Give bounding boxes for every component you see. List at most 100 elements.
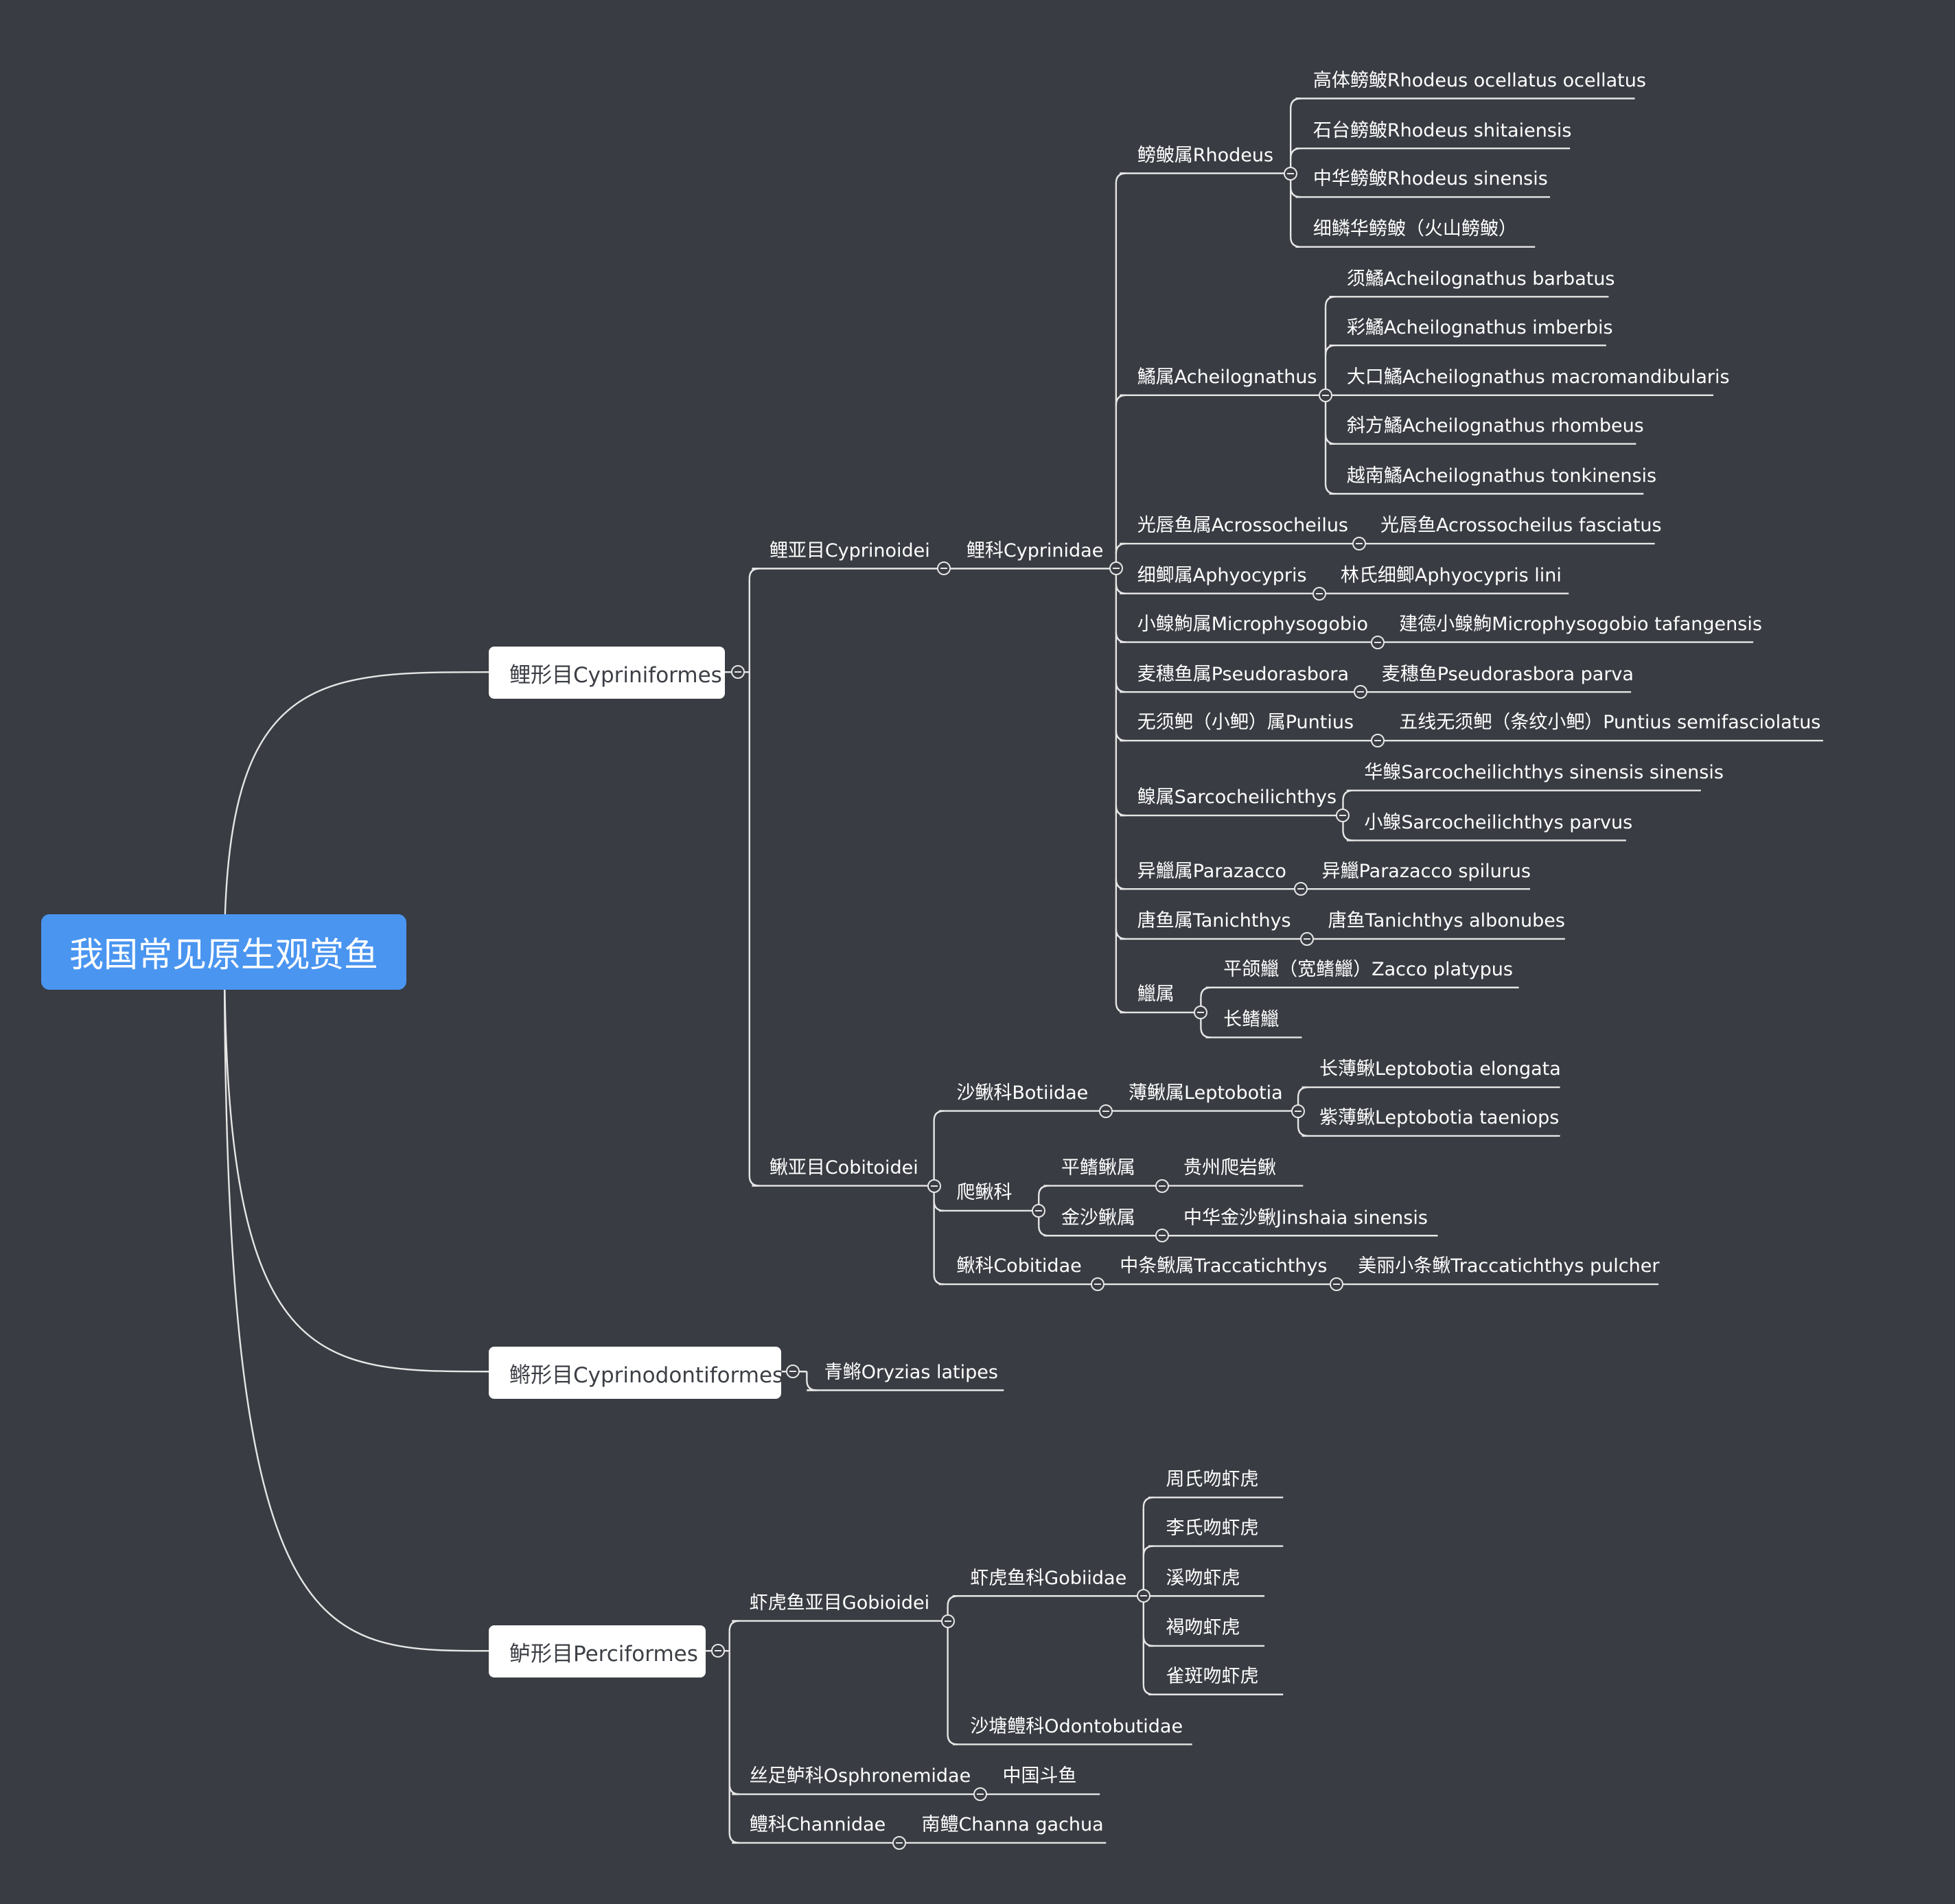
topic-tani-1[interactable]: 唐鱼Tanichthys albonubes [1328,910,1565,932]
topic-zacco-1[interactable]: 平颌鱲（宽鳍鱲）Zacco platypus [1223,959,1513,981]
topic-acro-1[interactable]: 光唇鱼Acrossocheilus fasciatus [1380,515,1662,537]
collapse-toggle-icon[interactable] [1330,1277,1344,1292]
topic-aphy[interactable]: 细鲫属Aphyocypris [1137,565,1307,587]
topic-acheil-4[interactable]: 斜方鱊Acheilognathus rhombeus [1346,415,1644,437]
bracket-arm-gobioidei [728,1620,740,1632]
topic-jinsha[interactable]: 金沙鳅属 [1061,1207,1135,1229]
topic-pingqi[interactable]: 平鳍鳅属 [1061,1157,1135,1179]
topic-acheil-3[interactable]: 大口鱊Acheilognathus macromandibularis [1346,367,1730,388]
collapse-toggle-icon[interactable] [940,1614,955,1628]
topic-channidae-1[interactable]: 南鳢Channa gachua [921,1814,1104,1836]
topic-acheil-2[interactable]: 彩鱊Acheilognathus imberbis [1346,316,1613,338]
topic-acro[interactable]: 光唇鱼属Acrossocheilus [1137,515,1349,537]
collapse-toggle-icon[interactable] [927,1179,941,1193]
topic-lepto-2[interactable]: 紫薄鳅Leptobotia taeniops [1319,1107,1560,1129]
collapse-toggle-icon[interactable] [1284,166,1298,181]
topic-acheil-5[interactable]: 越南鱊Acheilognathus tonkinensis [1346,465,1657,487]
topic-sarco-1[interactable]: 华鳈Sarcocheilichthys sinensis sinensis [1364,762,1724,784]
topic-rhodeus-4[interactable]: 细鳞华鳑鲏（火山鳑鲏） [1312,218,1517,240]
topic-balitoridae[interactable]: 爬鳅科 [956,1182,1013,1204]
topic-channidae[interactable]: 鳢科Channidae [749,1814,886,1836]
topic-sarco-2[interactable]: 小鳈Sarcocheilichthys parvus [1364,811,1633,833]
topic-aphy-1[interactable]: 林氏细鲫Aphyocypris lini [1340,565,1562,587]
topic-osphro[interactable]: 丝足鲈科Osphronemidae [749,1765,971,1787]
collapse-toggle-icon[interactable] [1109,561,1123,576]
topic-tracc-1[interactable]: 美丽小条鳅Traccatichthys pulcher [1358,1255,1660,1277]
topic-lepto-1[interactable]: 长薄鳅Leptobotia elongata [1319,1058,1561,1080]
bracket-arm-rhodeus_2 [1289,147,1301,159]
topic-gob-4[interactable]: 褐吻虾虎 [1166,1617,1240,1639]
collapse-toggle-icon[interactable] [937,561,951,576]
collapse-toggle-icon[interactable] [1194,1006,1208,1020]
collapse-toggle-icon[interactable] [1299,931,1314,946]
topic-gobioidei[interactable]: 虾虎鱼亚目Gobioidei [749,1592,930,1614]
topic-puntius[interactable]: 无须鲃（小鲃）属Puntius [1137,712,1354,734]
topic-oryzias[interactable]: 青鳉Oryzias latipes [824,1361,998,1383]
topic-rhodeus-3[interactable]: 中华鳑鲏Rhodeus sinensis [1312,168,1548,190]
collapse-toggle-icon[interactable] [1353,685,1367,699]
topic-parazacco[interactable]: 异鱲属Parazacco [1137,860,1286,882]
topic-cyprinoidei[interactable]: 鲤亚目Cyprinoidei [769,539,930,561]
collapse-toggle-icon[interactable] [786,1365,800,1379]
topic-cyprinidae[interactable]: 鲤科Cyprinidae [966,539,1104,561]
topic-gob-3[interactable]: 溪吻虾虎 [1166,1567,1240,1589]
collapse-toggle-icon[interactable] [1032,1203,1046,1218]
topic-micro-1[interactable]: 建德小鳈鮈Microphysogobio tafangensis [1399,613,1762,635]
topic-gob-5[interactable]: 雀斑吻虾虎 [1166,1666,1259,1688]
bracket-arm-oryzias [806,1380,817,1391]
topic-rhodeus[interactable]: 鳑鲏属Rhodeus [1137,144,1274,166]
order-perciformes[interactable]: 鲈形目Perciformes [489,1625,706,1677]
topic-sarco[interactable]: 鳈属Sarcocheilichthys [1137,787,1337,809]
topic-parazacco-1[interactable]: 异鱲Parazacco spilurus [1321,860,1531,882]
collapse-toggle-icon[interactable] [1371,635,1385,649]
topic-botiidae[interactable]: 沙鳅科Botiidae [956,1082,1089,1104]
topic-gob-2[interactable]: 李氏吻虾虎 [1166,1517,1259,1539]
topic-pingqi-1[interactable]: 贵州爬岩鳅 [1183,1157,1276,1179]
topic-osphro-1[interactable]: 中国斗鱼 [1002,1765,1077,1787]
topic-puntius-1[interactable]: 五线无须鲃（条纹小鲃）Puntius semifasciolatus [1399,712,1821,734]
topic-gob-1[interactable]: 周氏吻虾虎 [1166,1469,1259,1491]
topic-tracc[interactable]: 中条鳅属Traccatichthys [1120,1255,1328,1277]
bracket-arm-cyprinoidei [748,568,760,579]
collapse-toggle-icon[interactable] [1090,1277,1104,1292]
order-cypriniformes[interactable]: 鲤形目Cypriniformes [489,647,725,699]
topic-jinsha-1[interactable]: 中华金沙鳅Jinshaia sinensis [1183,1207,1428,1229]
topic-zacco[interactable]: 鱲属 [1137,984,1175,1006]
collapse-toggle-icon[interactable] [1291,1104,1306,1118]
collapse-toggle-icon[interactable] [1155,1179,1170,1193]
collapse-toggle-icon[interactable] [1352,537,1367,551]
collapse-toggle-icon[interactable] [1371,734,1385,748]
collapse-toggle-icon[interactable] [1319,388,1333,402]
order-cyprinodontiformes[interactable]: 鳉形目Cyprinodontiformes [489,1347,783,1399]
topic-gobiidae[interactable]: 虾虎鱼科Gobiidae [970,1567,1127,1589]
topic-acheil-1[interactable]: 须鱊Acheilognathus barbatus [1346,268,1615,290]
collapse-toggle-icon[interactable] [1336,809,1350,823]
topic-pseudo[interactable]: 麦穗鱼属Pseudorasbora [1137,663,1350,685]
collapse-toggle-icon[interactable] [1099,1104,1113,1118]
collapse-toggle-icon[interactable] [711,1644,726,1658]
bracket-arm-sarco_1 [1342,789,1354,801]
topic-rhodeus-2[interactable]: 石台鳑鲏Rhodeus shitaiensis [1312,119,1572,141]
collapse-toggle-icon[interactable] [1136,1589,1150,1603]
bracket-arm-aphy [1115,583,1126,594]
topic-lepto[interactable]: 薄鳅属Leptobotia [1129,1082,1283,1104]
root-topic[interactable]: 我国常见原生观赏鱼 [41,914,406,990]
collapse-toggle-icon[interactable] [1155,1229,1170,1243]
topic-cobitidae[interactable]: 鳅科Cobitidae [956,1255,1082,1277]
topic-zacco-2[interactable]: 长鳍鱲 [1223,1008,1280,1030]
topic-acheil[interactable]: 鱊属Acheilognathus [1137,367,1317,388]
topic-micro[interactable]: 小鳈鮈属Microphysogobio [1137,613,1369,635]
topic-cobitoidei[interactable]: 鳅亚目Cobitoidei [769,1157,918,1179]
collapse-toggle-icon[interactable] [892,1835,906,1850]
topic-rhodeus-1[interactable]: 高体鳑鲏Rhodeus ocellatus ocellatus [1312,69,1646,91]
root-connector-0 [223,671,489,952]
collapse-toggle-icon[interactable] [973,1787,987,1802]
topic-pseudo-1[interactable]: 麦穗鱼Pseudorasbora parva [1381,663,1634,685]
collapse-toggle-icon[interactable] [1293,882,1308,896]
collapse-toggle-icon[interactable] [1312,586,1326,601]
topic-odonto[interactable]: 沙塘鳢科Odontobutidae [970,1715,1183,1737]
bracket-arm-jinsha [1038,1225,1049,1237]
topic-tani[interactable]: 唐鱼属Tanichthys [1137,910,1291,932]
bracket-arm-rhodeus [1115,172,1126,184]
collapse-toggle-icon[interactable] [731,665,745,680]
